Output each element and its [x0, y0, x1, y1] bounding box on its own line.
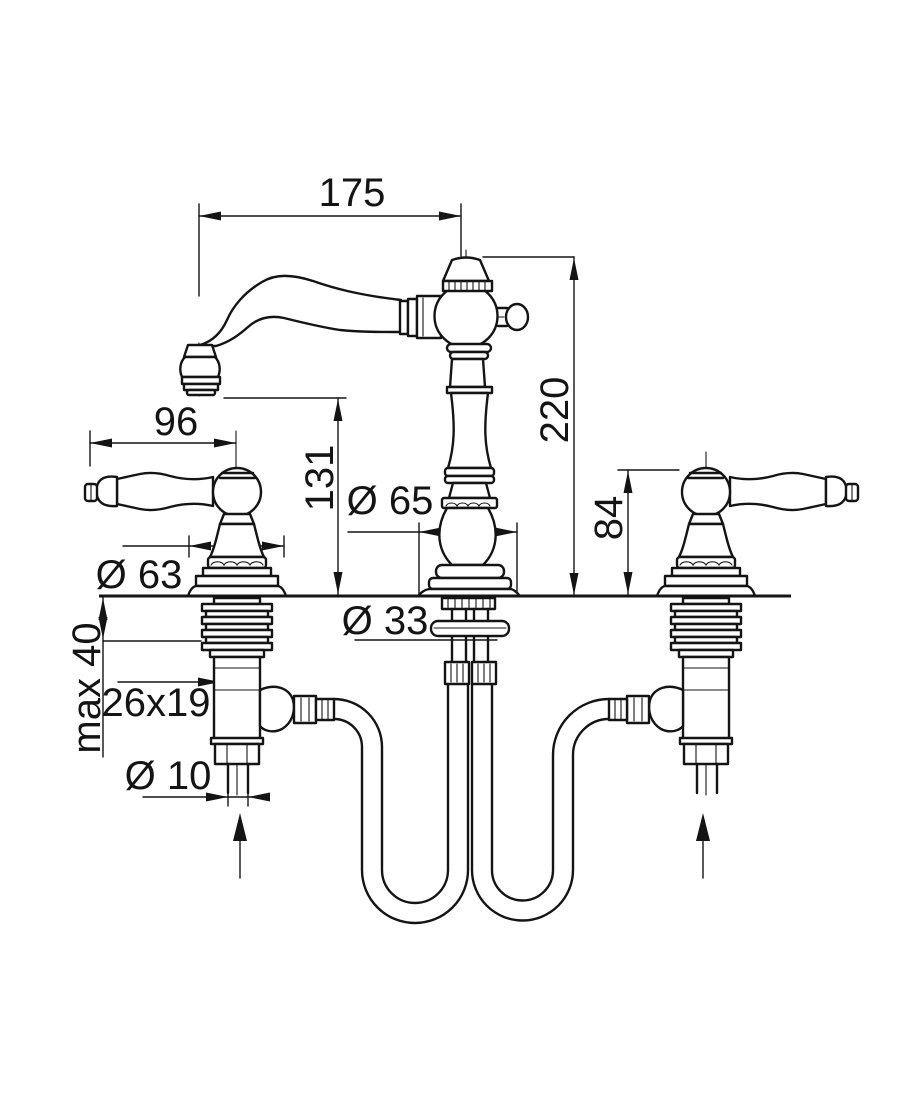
- hose-nut-right: [470, 660, 498, 686]
- dim-label-handle-base-diameter: Ø 63: [96, 553, 183, 597]
- flow-arrow-left-icon: [233, 813, 247, 879]
- flow-arrow-right-icon: [696, 813, 710, 879]
- dim-label-spout-reach: 175: [319, 171, 386, 215]
- dim-label-valve-body-size: 26x19: [102, 681, 211, 725]
- supply-flow-arrows: [233, 813, 710, 879]
- spout-outlet: [179, 343, 222, 397]
- center-spout-column: [179, 256, 530, 598]
- center-column-underdeck: [429, 596, 511, 686]
- hex-nut-right: [682, 742, 730, 766]
- left-handle-ball: [211, 466, 263, 518]
- valve-elbow-left: [258, 685, 296, 733]
- left-handle: [83, 466, 288, 598]
- right-lever: [728, 471, 828, 512]
- spout-tube: [196, 274, 403, 348]
- thread-hatch: [447, 598, 491, 609]
- hose-nut-left: [443, 660, 471, 686]
- top-cap: [441, 256, 491, 283]
- side-knob: [504, 302, 530, 332]
- swivel-body: [433, 283, 499, 349]
- right-valve-underdeck: [607, 596, 743, 795]
- flexible-supply-hoses: [332, 682, 611, 925]
- column-bulb: [438, 506, 497, 567]
- right-handle: [655, 466, 860, 598]
- left-valve-underdeck: [200, 596, 336, 795]
- right-handle-ball: [680, 466, 732, 518]
- dimension-lines: [89, 203, 707, 807]
- dim-label-handle-height: 84: [587, 496, 631, 541]
- dimension-labels: 175 220 96 131 Ø 65 84 Ø 63 Ø 33 max 40 …: [65, 171, 631, 798]
- dim-label-overall-height: 220: [533, 377, 577, 444]
- left-lever: [115, 471, 215, 512]
- dim-label-handle-length: 96: [154, 400, 199, 444]
- dim-label-supply-pipe-diameter: Ø 10: [125, 754, 212, 798]
- dim-label-max-deck-thickness: max 40: [65, 622, 109, 753]
- dim-label-column-base-diameter: Ø 65: [347, 479, 434, 523]
- left-handle-bell: [208, 522, 266, 559]
- dim-label-mounting-hole-diameter: Ø 33: [342, 599, 429, 643]
- right-handle-bell: [677, 522, 735, 559]
- valve-elbow-right: [647, 685, 685, 733]
- hex-nut-left: [213, 742, 261, 766]
- column-shaft: [446, 391, 493, 470]
- dim-label-spout-outlet-height: 131: [298, 445, 342, 512]
